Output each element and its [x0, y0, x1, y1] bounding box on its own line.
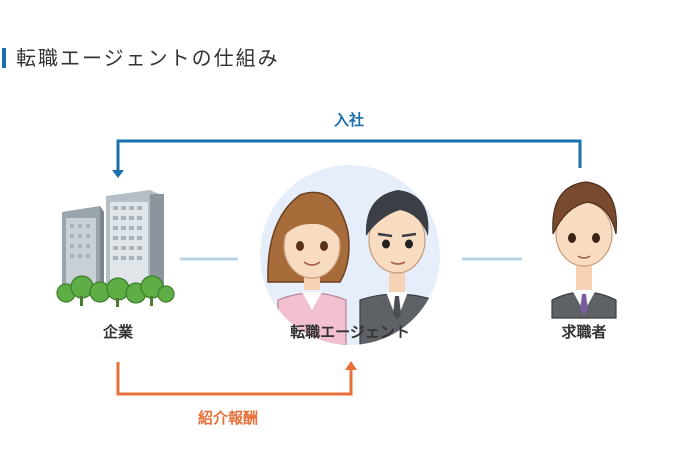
fee-arrow: [116, 361, 357, 396]
agent-label: 転職エージェント: [290, 323, 410, 341]
page-title: 転職エージェントの仕組み: [16, 46, 280, 70]
job-seeker-icon: [551, 181, 618, 319]
hire-arrow-head: [112, 170, 124, 178]
hire-arrow: [112, 139, 582, 178]
company-label: 企業: [102, 323, 134, 341]
fee-arrow-head: [345, 361, 357, 370]
fee-arrow-line: [116, 362, 353, 396]
office-buildings-icon: [56, 190, 175, 307]
hire-flow-label: 入社: [334, 111, 365, 129]
seeker-label: 求職者: [561, 323, 607, 341]
title-accent-bar: [2, 48, 6, 68]
fee-flow-label: 紹介報酬: [198, 409, 259, 427]
agent-consultants-icon: [260, 165, 440, 345]
hire-arrow-line: [116, 139, 582, 172]
